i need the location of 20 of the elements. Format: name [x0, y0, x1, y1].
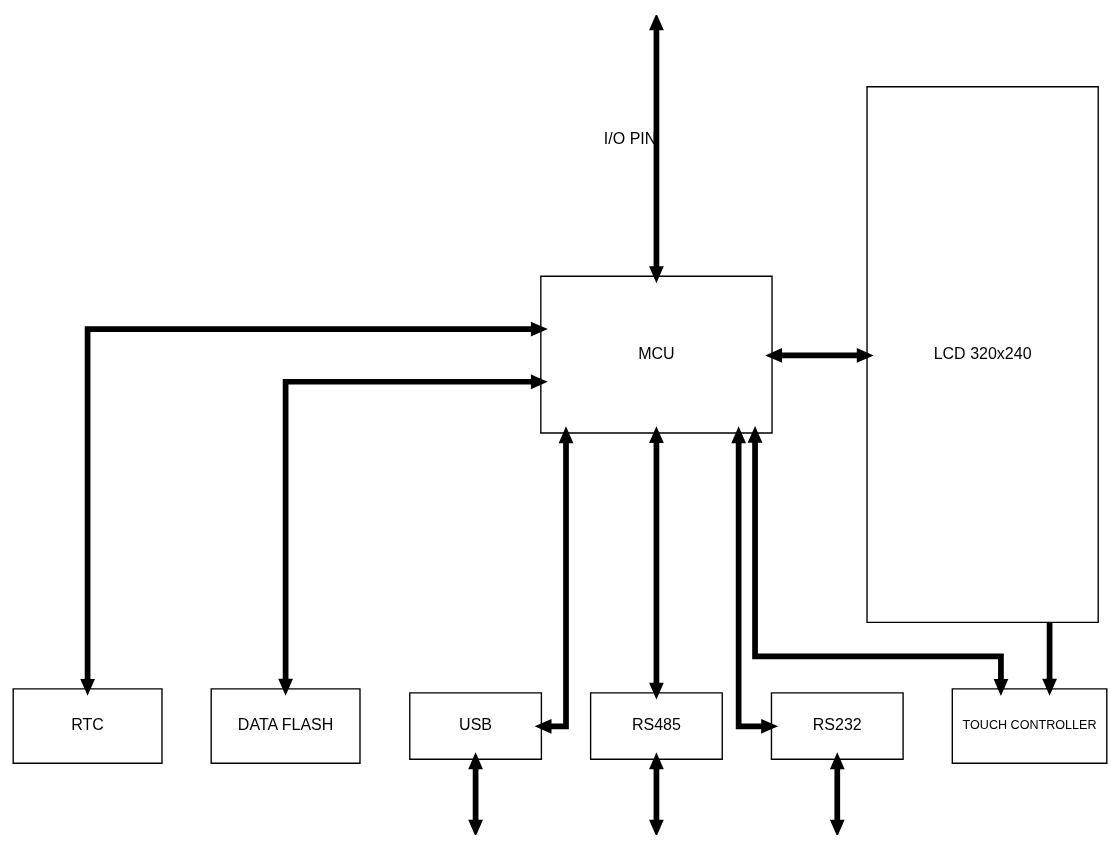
arrow	[829, 752, 845, 835]
arrow	[649, 752, 664, 835]
node-box: RTC	[12, 688, 163, 764]
arrow	[278, 374, 548, 696]
node-box: USB	[409, 692, 543, 760]
arrow	[649, 426, 664, 700]
node-box: DATA FLASH	[210, 688, 361, 764]
arrow	[1042, 622, 1057, 696]
arrow	[80, 321, 548, 696]
arrow	[534, 426, 574, 734]
arrow	[468, 752, 483, 835]
arrow	[649, 15, 664, 284]
node-box: LCD 320x240	[866, 86, 1099, 624]
node-box: RS485	[589, 692, 723, 760]
arrow	[747, 426, 1009, 696]
arrow	[731, 426, 779, 734]
node-box: MCU	[540, 275, 773, 434]
arrow	[765, 348, 874, 363]
node-box: TOUCH CONTROLLER	[951, 688, 1108, 764]
node-box: RS232	[770, 692, 904, 760]
